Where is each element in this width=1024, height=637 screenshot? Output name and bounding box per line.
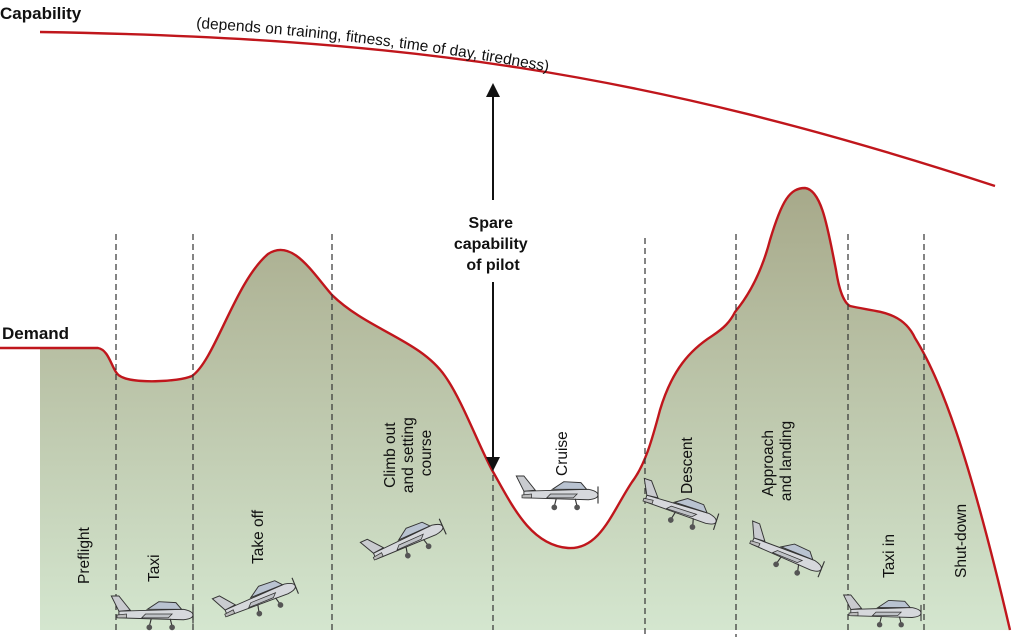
phase-approach-line-1: Approach: [760, 430, 777, 496]
capability-curve: [39, 30, 996, 188]
phase-label-taxi: Taxi: [146, 554, 163, 582]
phase-label-shut-down: Shut-down: [953, 504, 970, 578]
phase-descent-line-1: Descent: [679, 436, 696, 494]
capability-label: Capability: [0, 4, 82, 23]
phase-label-approach: Approach and landing: [760, 421, 795, 501]
capability-note-text: (depends on training, fitness, time of d…: [196, 15, 551, 76]
airplane-icon: [515, 475, 599, 511]
phase-climb-line-1: Climb out: [382, 422, 399, 488]
phase-label-cruise: Cruise: [554, 431, 571, 476]
phase-approach-line-2: and landing: [778, 421, 795, 501]
phase-taxi-line-1: Taxi: [146, 554, 163, 582]
phase-climb-line-2: and setting: [400, 417, 417, 493]
capability-note: (depends on training, fitness, time of d…: [196, 15, 551, 76]
spare-line-1: Spare: [469, 215, 514, 232]
phase-dividers: [115, 234, 925, 637]
demand-curve: [0, 186, 1012, 631]
demand-label: Demand: [2, 324, 69, 343]
phase-label-climb-out: Climb out and setting course: [382, 413, 435, 493]
spare-capability-label: Spare capability of pilot: [454, 215, 532, 274]
phase-label-taxi-in: Taxi in: [881, 534, 898, 578]
phase-take-off-line-1: Take off: [250, 509, 267, 564]
phase-label-take-off: Take off: [250, 509, 267, 564]
spare-line-2: capability: [454, 236, 528, 253]
phase-cruise-line-1: Cruise: [554, 431, 571, 476]
phase-label-descent: Descent: [679, 436, 696, 494]
phase-shut-down-line-1: Shut-down: [953, 504, 970, 578]
phase-climb-line-3: course: [418, 430, 435, 477]
spare-line-3: of pilot: [466, 257, 520, 274]
phase-label-preflight: Preflight: [76, 526, 93, 584]
phase-preflight-line-1: Preflight: [76, 526, 93, 584]
phase-taxi-in-line-1: Taxi in: [881, 534, 898, 578]
demand-area: [40, 188, 1010, 630]
